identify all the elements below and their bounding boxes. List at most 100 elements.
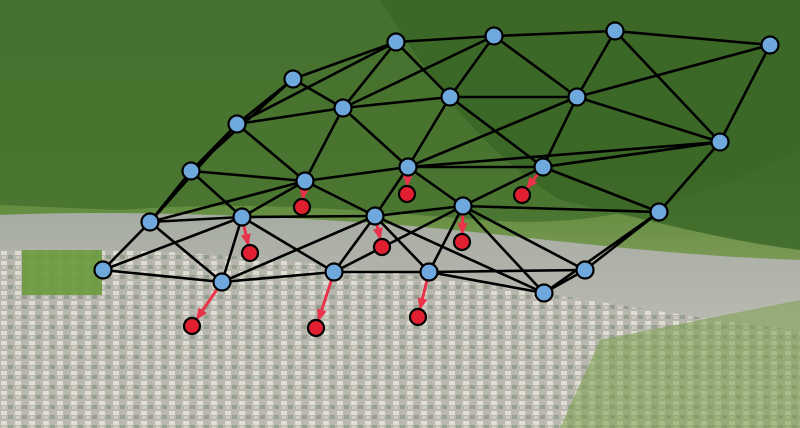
mesh-edge [541, 165, 661, 214]
mesh-edges [101, 29, 772, 295]
arrow-head [240, 233, 251, 247]
mesh-edge [406, 165, 465, 208]
mesh-edge [427, 204, 465, 274]
mesh-node [140, 212, 160, 232]
mesh-nodes [93, 21, 780, 303]
mesh-edge [427, 268, 587, 274]
mesh-edge [461, 204, 546, 295]
mesh-edge [613, 29, 772, 47]
mesh-node [365, 206, 385, 226]
arrow-head [526, 176, 538, 190]
mesh-edge [220, 215, 244, 284]
mesh-edge [220, 214, 377, 284]
mesh-edge [235, 106, 345, 126]
mesh-node [181, 161, 201, 181]
arrow-head [372, 227, 383, 241]
mesh-node [440, 87, 460, 107]
mesh-edge [657, 140, 722, 214]
mesh-edge [332, 214, 377, 274]
mesh-node [605, 21, 625, 41]
arrow-head [402, 174, 413, 188]
mesh-node [324, 262, 344, 282]
mesh-edge [492, 34, 579, 99]
arrow-head [195, 307, 207, 321]
mesh-edge [291, 77, 345, 110]
mesh-edge [220, 270, 336, 284]
mesh-node [649, 202, 669, 222]
mesh-edge [148, 215, 244, 224]
mesh-edge [189, 169, 244, 219]
mesh-edge [303, 179, 377, 218]
mesh-node [533, 157, 553, 177]
mesh-edge [148, 220, 224, 284]
mesh-edge [101, 220, 152, 272]
mesh-edge [394, 34, 496, 44]
mesh-edge [406, 95, 579, 169]
mesh-edge [394, 40, 452, 99]
mesh-edge [461, 165, 545, 208]
mesh-node [760, 35, 780, 55]
mesh-edge [448, 95, 545, 169]
arrow-head [299, 187, 310, 201]
mesh-edge [448, 34, 496, 99]
mesh-edge [613, 29, 722, 144]
target-point [372, 237, 392, 257]
target-point [512, 185, 532, 205]
mesh-edge [541, 140, 722, 169]
mesh-edge [235, 122, 307, 183]
mesh-edge [406, 140, 722, 169]
mesh-node [398, 157, 418, 177]
mesh-edge [542, 210, 661, 295]
mesh-node [419, 262, 439, 282]
mesh-edge [101, 268, 224, 284]
mesh-edge [575, 95, 722, 144]
mesh-node [93, 260, 113, 280]
mesh-node [484, 26, 504, 46]
mesh-node [295, 171, 315, 191]
target-point [408, 307, 428, 327]
mesh-edge [575, 43, 772, 99]
mesh-edge [341, 106, 410, 169]
mesh-edge [240, 214, 377, 219]
mesh-edge [575, 29, 617, 99]
mesh-node [386, 32, 406, 52]
target-points [182, 184, 532, 338]
mesh-edge [148, 179, 307, 224]
target-point [452, 232, 472, 252]
mesh-edge [341, 34, 496, 110]
mesh-edge [240, 179, 307, 219]
mesh-edge [406, 95, 452, 169]
mesh-edge [240, 215, 336, 274]
mesh-node [227, 114, 247, 134]
mesh-edge [373, 214, 546, 295]
mesh-edge [373, 214, 431, 274]
arrow-head [317, 308, 327, 322]
mesh-edge [291, 40, 398, 81]
mesh-node [710, 132, 730, 152]
target-point [292, 197, 312, 217]
target-point [240, 243, 260, 263]
mesh-edge [101, 215, 244, 272]
target-point [397, 184, 417, 204]
mesh-edge [461, 204, 661, 214]
mesh-edge [373, 165, 410, 218]
arrow-head [417, 297, 428, 311]
mesh-edge [189, 169, 307, 183]
mesh-node [575, 260, 595, 280]
mesh-edge [341, 95, 452, 110]
mesh-edge [303, 106, 345, 183]
mesh-node [232, 207, 252, 227]
mesh-node [453, 196, 473, 216]
mesh-edge [332, 204, 465, 274]
target-point [182, 316, 202, 336]
mesh-node [333, 98, 353, 118]
mesh-node [534, 283, 554, 303]
mesh-edge [718, 43, 772, 144]
mesh-edge [427, 270, 546, 295]
mesh-edge [492, 29, 617, 38]
mesh-edge [235, 40, 398, 126]
mesh-node [283, 69, 303, 89]
